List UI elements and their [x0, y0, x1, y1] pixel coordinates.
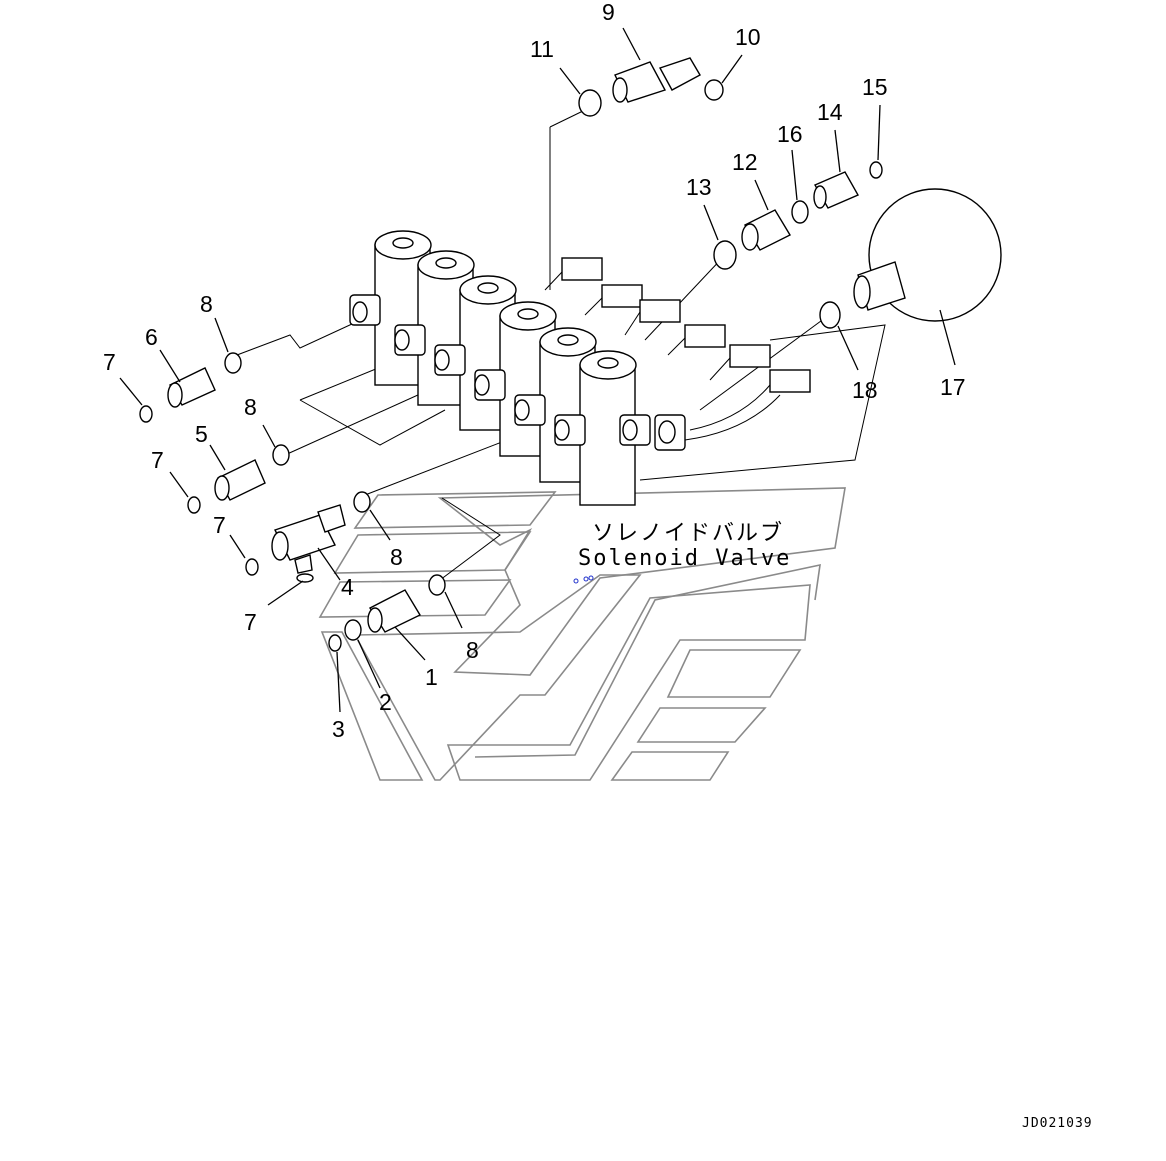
- callout-2: 2: [379, 689, 392, 715]
- callout-4: 4: [341, 574, 354, 600]
- background-emblem: [318, 487, 846, 781]
- part-17-accumulator: [853, 188, 1002, 322]
- caption-english: Solenoid Valve: [578, 546, 791, 571]
- part-15-o-ring: [869, 161, 883, 179]
- callout-8b: 8: [244, 394, 257, 420]
- callout-12: 12: [732, 149, 758, 175]
- callout-14: 14: [817, 99, 843, 125]
- callout-9: 9: [602, 0, 615, 25]
- callout-13: 13: [686, 174, 712, 200]
- part-10-o-ring: [704, 79, 724, 101]
- callout-1: 1: [425, 664, 438, 690]
- callout-7d: 7: [244, 609, 257, 635]
- part-16-o-ring: [791, 200, 809, 224]
- callout-18: 18: [852, 377, 878, 403]
- caption-japanese: ソレノイドバルブ: [592, 521, 784, 546]
- callout-8c: 8: [390, 544, 403, 570]
- callout-7b: 7: [151, 447, 164, 473]
- solenoid-valve-assembly: [349, 230, 811, 506]
- reference-mark: [573, 575, 594, 584]
- part-11-o-ring: [578, 89, 602, 117]
- callout-7c: 7: [213, 512, 226, 538]
- part-4-tee-fitting: [271, 504, 346, 574]
- callout-17: 17: [940, 374, 966, 400]
- part-14-fitting: [813, 171, 859, 209]
- part-6-fitting: [167, 367, 216, 408]
- callout-8a: 8: [200, 291, 213, 317]
- valve-ports: [349, 294, 686, 451]
- callout-11: 11: [530, 36, 554, 62]
- callout-6: 6: [145, 324, 158, 350]
- electrical-connectors: [544, 257, 811, 441]
- part-13-o-ring: [713, 240, 737, 270]
- callout-16: 16: [777, 121, 803, 147]
- document-id: JD021039: [1022, 1116, 1093, 1131]
- part-5-fitting: [214, 459, 266, 501]
- callout-10: 10: [735, 24, 761, 50]
- part-12-plug: [741, 209, 791, 251]
- callout-labels: 9 10 11 15 14 16 12 13 8 6 7 17 18 8 5 7…: [103, 0, 966, 742]
- part-1-fitting: [367, 589, 421, 633]
- o-rings: [139, 352, 446, 652]
- part-9-elbow-fitting: [612, 57, 701, 103]
- callout-15: 15: [862, 74, 888, 100]
- callout-3: 3: [332, 716, 345, 742]
- callout-5: 5: [195, 421, 208, 447]
- leader-lines: [119, 27, 956, 713]
- part-18-o-ring: [819, 301, 841, 329]
- callout-7a: 7: [103, 349, 116, 375]
- callout-8d: 8: [466, 637, 479, 663]
